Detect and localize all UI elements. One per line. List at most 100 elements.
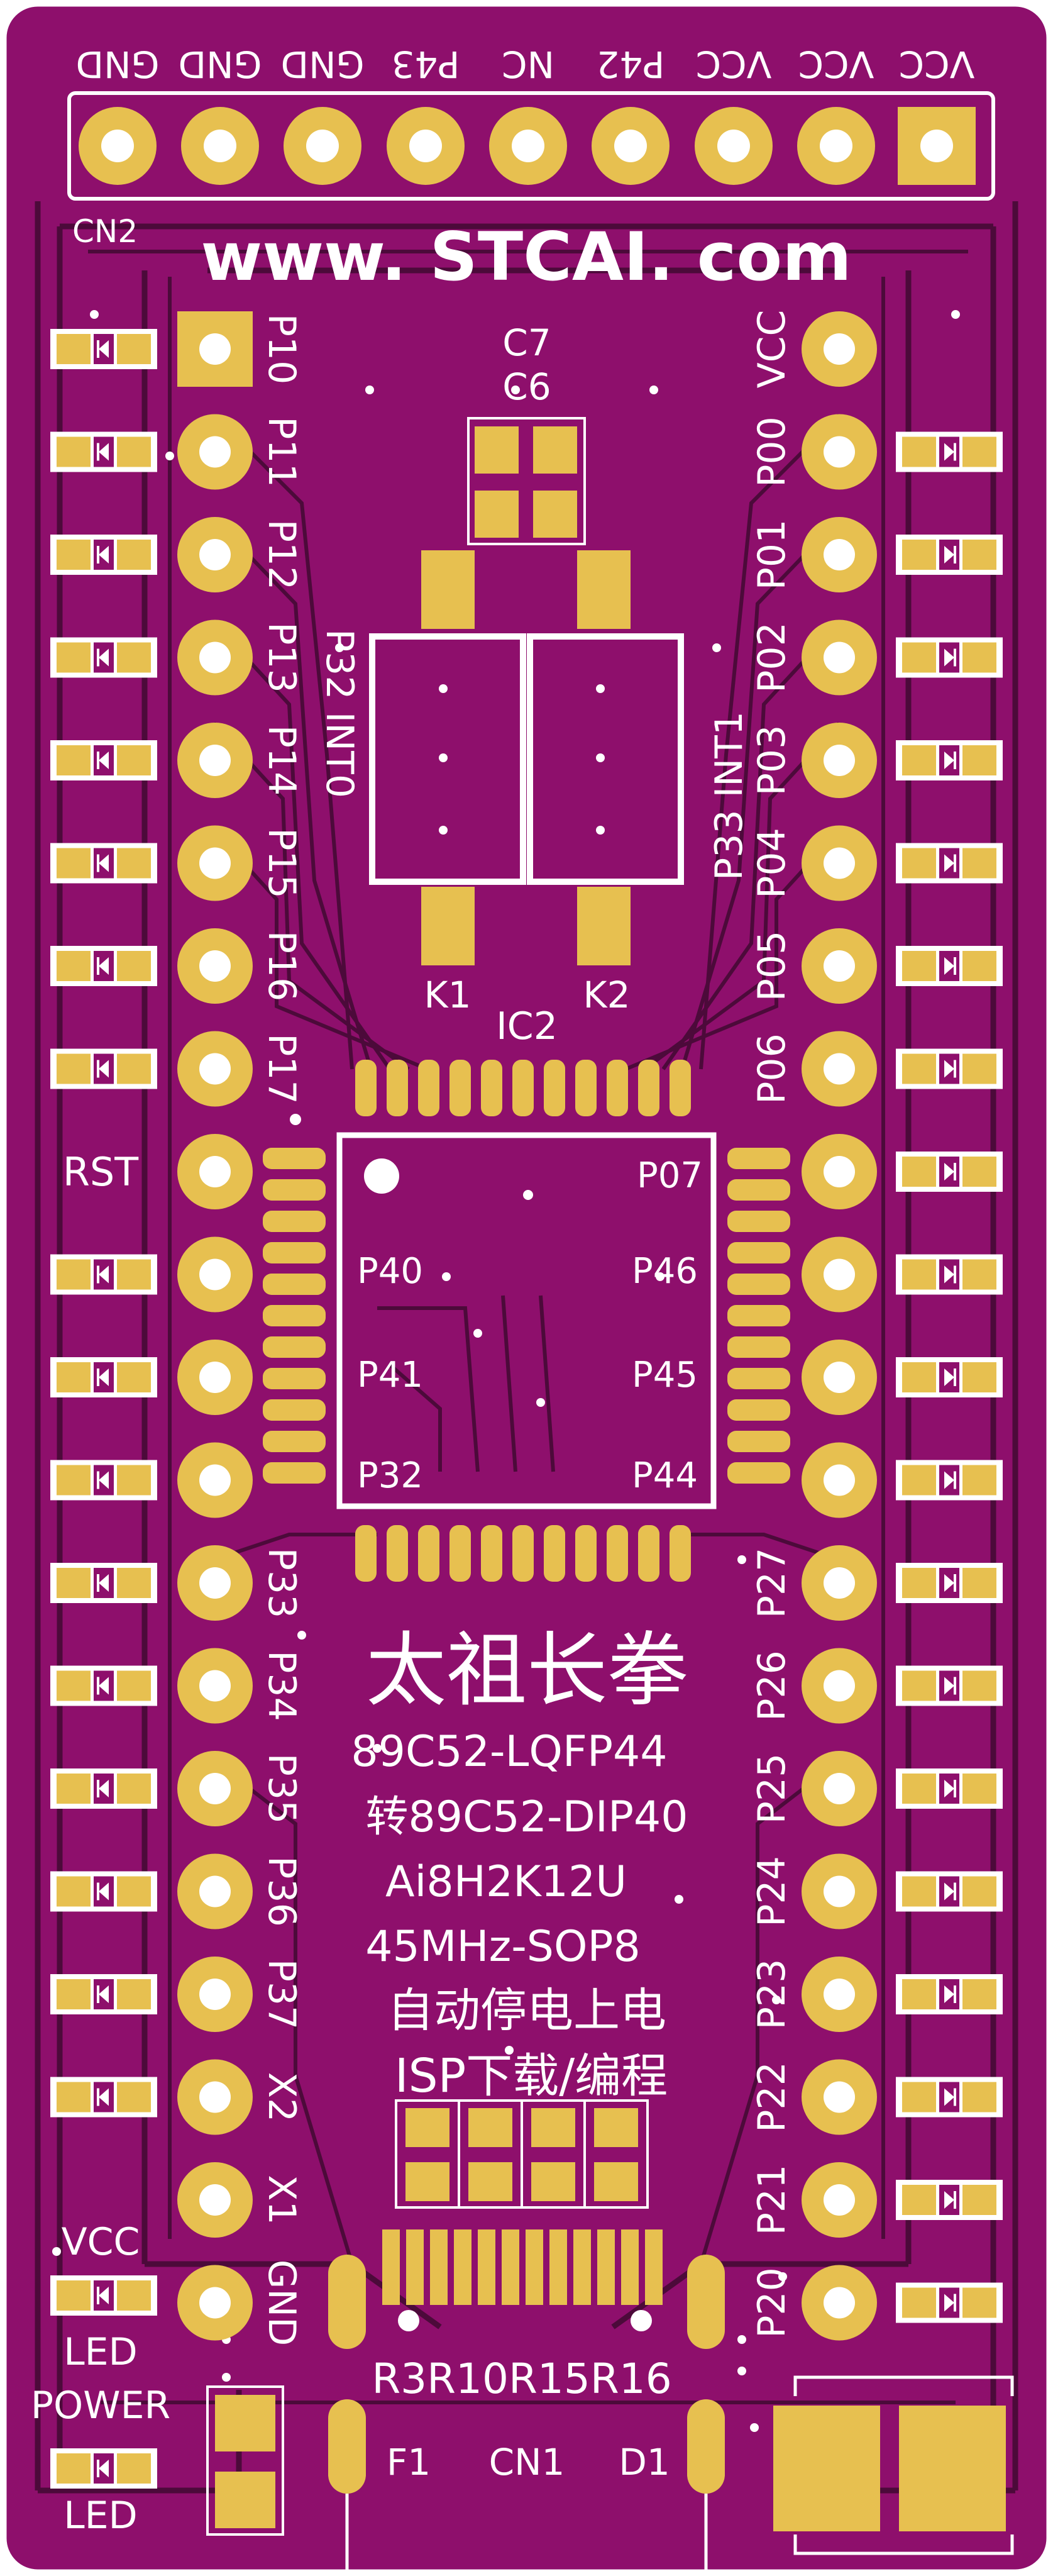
vias (52, 310, 960, 2432)
cn1-pad (526, 2229, 543, 2305)
ic-pad (727, 1399, 790, 1421)
left-pin-label: P16 (260, 931, 304, 1002)
left-pin-label: GND (260, 2260, 304, 2346)
ic-pad (727, 1179, 790, 1201)
left-pin-label: P10 (260, 314, 304, 385)
right-pin-label: P04 (750, 828, 794, 899)
ic2-body-outline (336, 1132, 717, 1509)
ic-pin-p32: P32 (357, 1455, 423, 1496)
ic-pad (263, 1305, 326, 1326)
led-indicator (50, 1357, 157, 1397)
led-indicator (50, 1563, 157, 1603)
right-pin-label: P06 (750, 1033, 794, 1104)
right-pin-label: P02 (750, 622, 794, 693)
cn2-pin (489, 107, 567, 185)
board-outline (3, 3, 1050, 2573)
button-k2: K2 (527, 550, 684, 1016)
resistors-r3-r10-r15-r16 (395, 2099, 649, 2209)
ic-pad (670, 1060, 691, 1116)
right-header-pin (802, 1751, 877, 1826)
led-indicator (896, 2077, 1003, 2118)
cn2-pin (797, 107, 875, 185)
led-indicator (50, 329, 157, 369)
ic-pad (263, 1399, 326, 1421)
ic-pad (727, 1211, 790, 1232)
right-header-pin (802, 414, 877, 490)
power-footprint-left (206, 2385, 284, 2536)
left-pin-label: P34 (260, 1650, 304, 1721)
right-header-pin (802, 928, 877, 1004)
led-indicator (50, 535, 157, 575)
right-led-column (896, 431, 1003, 2323)
led-indicator (896, 1974, 1003, 2014)
left-header-pin (177, 1545, 253, 1621)
cn1-pad (573, 2229, 591, 2305)
cn2-pin-label: P42 (597, 43, 665, 86)
cn2-pin (592, 107, 670, 185)
right-header-pin (802, 1545, 877, 1621)
cn1-pad (406, 2229, 424, 2305)
cn1-pad (430, 2229, 448, 2305)
right-header-pin (802, 723, 877, 798)
ic-pin-p41: P41 (357, 1355, 423, 1396)
led-indicator (50, 2275, 157, 2316)
led-indicator (50, 843, 157, 884)
cn2-pin-label: VCC (696, 43, 772, 86)
left-pin-label: P14 (260, 725, 304, 796)
left-led-column (50, 329, 157, 2489)
led-indicator (50, 946, 157, 986)
led-indicator (50, 1665, 157, 1706)
ic-pad (418, 1060, 439, 1116)
cn2-pin-label: NC (502, 43, 554, 86)
right-header-pin (802, 517, 877, 592)
right-header-pin (802, 1442, 877, 1518)
left-pin-label: P35 (260, 1753, 304, 1824)
led-indicator (896, 1460, 1003, 1501)
ic-pad (727, 1242, 790, 1263)
led-indicator (50, 1974, 157, 2014)
ic-pad (544, 1525, 565, 1582)
right-header-pin (802, 825, 877, 901)
left-header-pin (177, 825, 253, 901)
left-pin-label: P36 (260, 1856, 304, 1927)
vcc-led-label-1: VCC (62, 2220, 140, 2264)
cn1-pad (478, 2229, 495, 2305)
cn1-pad (502, 2229, 519, 2305)
left-header-pin (177, 1751, 253, 1826)
right-header-pin (802, 2162, 877, 2238)
led-indicator (50, 2448, 157, 2489)
right-header-pin (802, 1853, 877, 1929)
led-indicator (50, 1254, 157, 1295)
right-pin-label: P21 (750, 2165, 794, 2236)
left-header-pin (177, 2265, 253, 2341)
left-header-pin (177, 1031, 253, 1107)
right-pin-label: P01 (750, 519, 794, 591)
led-indicator (896, 1871, 1003, 1912)
cn1-pad (454, 2229, 471, 2305)
ic-pad (418, 1525, 439, 1582)
led-indicator (50, 740, 157, 780)
left-pin-label: P17 (260, 1033, 304, 1104)
led-indicator (896, 843, 1003, 884)
left-header-pin (177, 1853, 253, 1929)
led-indicator (896, 637, 1003, 678)
ic-pad (481, 1525, 502, 1582)
cn1-label: CN1 (489, 2441, 565, 2484)
cn2-pin-label: GND (76, 43, 160, 86)
left-header-pin (177, 1236, 253, 1313)
ic-pin-p44: P44 (632, 1455, 698, 1496)
title-line-7: ISP下载/编程 (395, 2049, 668, 2103)
f1-label: F1 (387, 2441, 431, 2484)
led-indicator (896, 2180, 1003, 2220)
right-pin-label: P22 (750, 2062, 794, 2133)
power-led-label-2: LED (63, 2494, 138, 2538)
cn2-ref-label: CN2 (72, 213, 138, 250)
ic-pad (512, 1060, 534, 1116)
led-indicator (896, 1665, 1003, 1706)
ic-pin-p07: P07 (637, 1155, 703, 1196)
ic-pad (727, 1336, 790, 1358)
right-header-pin (802, 1031, 877, 1107)
right-pin-label: P20 (750, 2267, 794, 2338)
left-pin-label: P12 (260, 519, 304, 591)
